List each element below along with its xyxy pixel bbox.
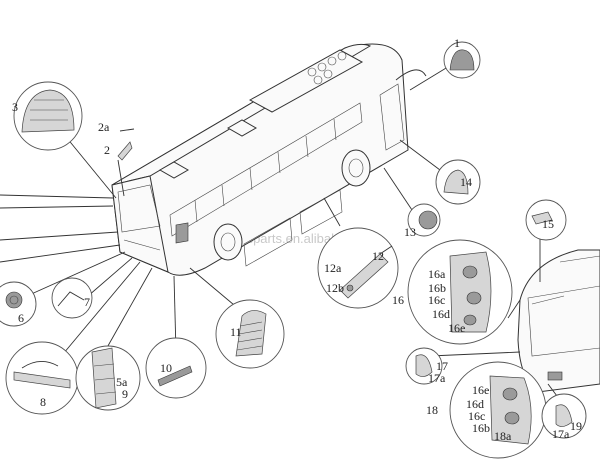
label-16c: 16c [428, 293, 445, 307]
label-1: 1 [454, 36, 460, 50]
part-13-bubble [407, 203, 441, 237]
label-18-16b: 16b [472, 421, 490, 435]
label-16: 16 [392, 293, 404, 307]
part-14-bubble [435, 159, 481, 205]
label-16d: 16d [432, 307, 450, 321]
part-3-bubble [13, 81, 83, 151]
label-18-16e: 16e [472, 383, 489, 397]
part-19-bubble [541, 393, 587, 439]
label-16b: 16b [428, 281, 446, 295]
label-12a: 12a [324, 261, 342, 275]
part-7-bubble [51, 277, 93, 319]
label-17: 17 [436, 359, 448, 373]
label-2: 2 [104, 143, 110, 157]
label-17a: 17a [428, 371, 446, 385]
main-bus [111, 43, 427, 276]
label-12b: 12b [326, 281, 344, 295]
part-1-bubble [443, 41, 481, 79]
part-15-bubble [525, 199, 567, 241]
label-18-16c: 16c [468, 409, 485, 423]
label-5a: 5a [116, 375, 128, 389]
part-17-bubble [405, 347, 443, 385]
label-17a-right: 17a [552, 427, 570, 441]
label-12: 12 [372, 249, 384, 263]
part-12-bubble [317, 227, 399, 309]
label-13: 13 [404, 225, 416, 239]
label-9: 9 [122, 387, 128, 401]
part-11-bubble [215, 299, 285, 369]
part-16-bubble [407, 239, 513, 345]
label-18-16d: 16d [466, 397, 484, 411]
label-19: 19 [570, 419, 582, 433]
part-2-pieces [117, 128, 135, 161]
part-18-bubble [449, 361, 547, 459]
rear-bus [507, 249, 600, 393]
bus-wheels [213, 149, 371, 261]
label-7: 7 [84, 295, 90, 309]
label-16a: 16a [428, 267, 446, 281]
callout-labels: 1 2a 2 3 5a 6 7 8 9 10 11 12 12a 12b 13 … [12, 36, 582, 443]
part-9-bubble [75, 345, 141, 411]
label-3: 3 [12, 100, 18, 114]
label-15: 15 [542, 217, 554, 231]
part-6-bubble [0, 281, 37, 327]
label-18a: 18a [494, 429, 512, 443]
label-14: 14 [460, 175, 472, 189]
label-8: 8 [40, 395, 46, 409]
label-18: 18 [426, 403, 438, 417]
label-11: 11 [230, 325, 242, 339]
label-2a: 2a [98, 120, 110, 134]
label-16e: 16e [448, 321, 465, 335]
part-10-bubble [145, 337, 207, 399]
label-10: 10 [160, 361, 172, 375]
label-6: 6 [18, 311, 24, 325]
